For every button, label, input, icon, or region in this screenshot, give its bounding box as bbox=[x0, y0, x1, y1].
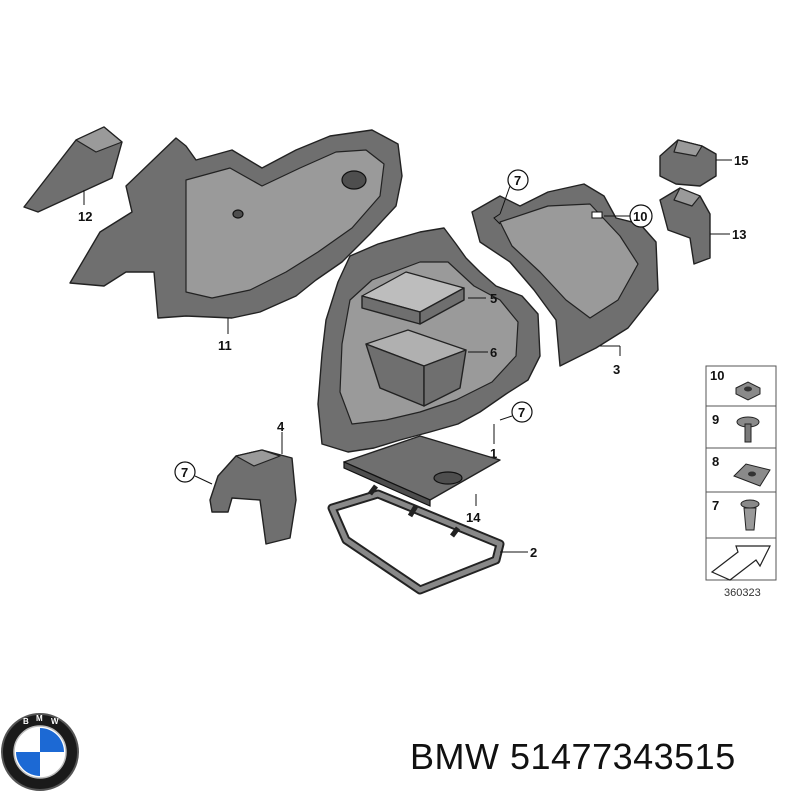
part-15-bracket[interactable] bbox=[659, 139, 717, 187]
part-14-floor-panel[interactable] bbox=[343, 435, 501, 507]
part-6-storage-bin[interactable] bbox=[365, 329, 467, 407]
callout-3: 3 bbox=[613, 362, 620, 377]
callout-2: 2 bbox=[530, 545, 537, 560]
fastener-legend: 10 9 8 7 bbox=[705, 365, 777, 581]
part-5-box-insert[interactable] bbox=[361, 271, 465, 325]
callout-15: 15 bbox=[734, 153, 748, 168]
svg-text:W: W bbox=[51, 717, 59, 726]
svg-text:B: B bbox=[23, 717, 29, 726]
rivet-7-top-icon bbox=[493, 213, 501, 225]
nut-10-icon bbox=[591, 211, 603, 219]
legend-label-7: 7 bbox=[712, 498, 719, 513]
screw-icon bbox=[736, 416, 760, 443]
part-4-bracket[interactable] bbox=[209, 449, 297, 545]
callout-12: 12 bbox=[78, 209, 92, 224]
part-11-left-side-trim[interactable] bbox=[69, 129, 403, 319]
part-2-support-frame[interactable] bbox=[327, 484, 505, 595]
callout-10: 10 bbox=[633, 209, 647, 224]
diagram-code: 360323 bbox=[724, 587, 761, 599]
callout-6: 6 bbox=[490, 345, 497, 360]
callout-7-top: 7 bbox=[514, 173, 521, 188]
callout-11: 11 bbox=[218, 338, 232, 353]
part-13-bracket[interactable] bbox=[659, 187, 711, 265]
bmw-logo: B M W bbox=[1, 713, 79, 791]
direction-arrow-icon bbox=[710, 545, 771, 581]
legend-label-10: 10 bbox=[710, 368, 724, 383]
clip-nut-icon bbox=[733, 463, 771, 487]
callout-1: 1 bbox=[490, 446, 497, 461]
callout-5: 5 bbox=[490, 291, 497, 306]
part-3-right-side-trim[interactable] bbox=[471, 183, 659, 367]
callout-7-mid: 7 bbox=[518, 405, 525, 420]
legend-label-8: 8 bbox=[712, 454, 719, 469]
legend-label-9: 9 bbox=[712, 412, 719, 427]
svg-text:M: M bbox=[36, 714, 43, 723]
callout-7-left: 7 bbox=[181, 465, 188, 480]
callout-4: 4 bbox=[277, 419, 285, 434]
part-12-wedge-trim[interactable] bbox=[23, 126, 123, 213]
expanding-rivet-icon bbox=[740, 499, 760, 531]
callout-14: 14 bbox=[466, 510, 481, 525]
part-number-caption: BMW 51477343515 bbox=[410, 736, 736, 777]
callout-13: 13 bbox=[732, 227, 746, 242]
flange-nut-icon bbox=[735, 381, 761, 401]
